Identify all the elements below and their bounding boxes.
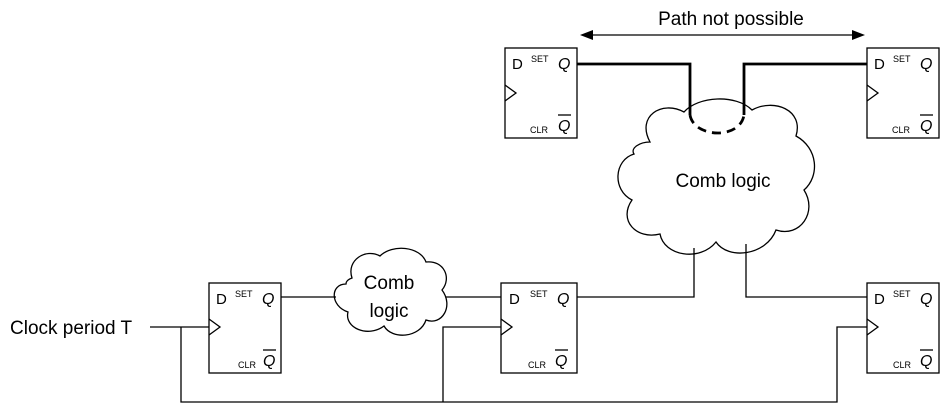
ff-d-label: D <box>874 291 885 308</box>
false-path-wire-right <box>742 62 867 115</box>
comb-logic-cloud-small <box>333 247 448 336</box>
ff-qbar-label: Q <box>920 353 932 370</box>
ff-q-label: Q <box>262 291 274 308</box>
ff-clr-label: CLR <box>530 125 549 135</box>
ff-d-label: D <box>874 56 885 73</box>
ff-set-label: SET <box>530 289 548 299</box>
ff-qbar-label: Q <box>555 353 567 370</box>
annotation-arrow-head-left <box>580 30 593 40</box>
annotation-arrow-head-right <box>852 30 865 40</box>
ff-d-label: D <box>509 291 520 308</box>
comb-logic-cloud-large <box>617 98 816 255</box>
ff2-to-large-cloud-wire <box>577 248 695 298</box>
ff-qbar-label: Q <box>558 118 570 135</box>
comb-logic-small-label-line2: logic <box>369 301 408 322</box>
ff-set-label: SET <box>235 289 253 299</box>
comb-logic-large-label: Comb logic <box>675 171 770 192</box>
ff-clr-label: CLR <box>892 125 911 135</box>
ff-q-label: Q <box>920 56 932 73</box>
ff-q-label: Q <box>557 291 569 308</box>
clock-branch-middle <box>442 326 501 402</box>
ff-set-label: SET <box>893 289 911 299</box>
ff-clr-label: CLR <box>893 360 912 370</box>
ff-qbar-label: Q <box>263 353 275 370</box>
ff-d-label: D <box>512 56 523 73</box>
large-cloud-to-ff3-wire <box>745 244 867 298</box>
flipflop-top-right: D SET Q CLR Q <box>866 47 940 139</box>
flipflop-bottom-right: D SET Q CLR Q <box>866 282 940 374</box>
clock-bus-wire <box>180 326 867 403</box>
ff-set-label: SET <box>893 54 911 64</box>
path-not-possible-label: Path not possible <box>658 9 804 30</box>
comb-logic-small-label-line1: Comb <box>364 273 415 294</box>
ff-set-label: SET <box>531 54 549 64</box>
flipflop-top-left: D SET Q CLR Q <box>504 47 578 139</box>
clock-period-label: Clock period T <box>10 318 133 339</box>
ff-clr-label: CLR <box>238 360 257 370</box>
ff-q-label: Q <box>558 56 570 73</box>
false-path-dashed <box>688 114 746 135</box>
ff-clr-label: CLR <box>528 360 547 370</box>
false-path-wire-left <box>577 62 692 115</box>
ff-q-label: Q <box>920 291 932 308</box>
ff-d-label: D <box>216 291 227 308</box>
ff-qbar-label: Q <box>920 118 932 135</box>
flipflop-bottom-middle: D SET Q CLR Q <box>500 282 578 374</box>
flipflop-bottom-left: D SET Q CLR Q <box>208 282 282 374</box>
